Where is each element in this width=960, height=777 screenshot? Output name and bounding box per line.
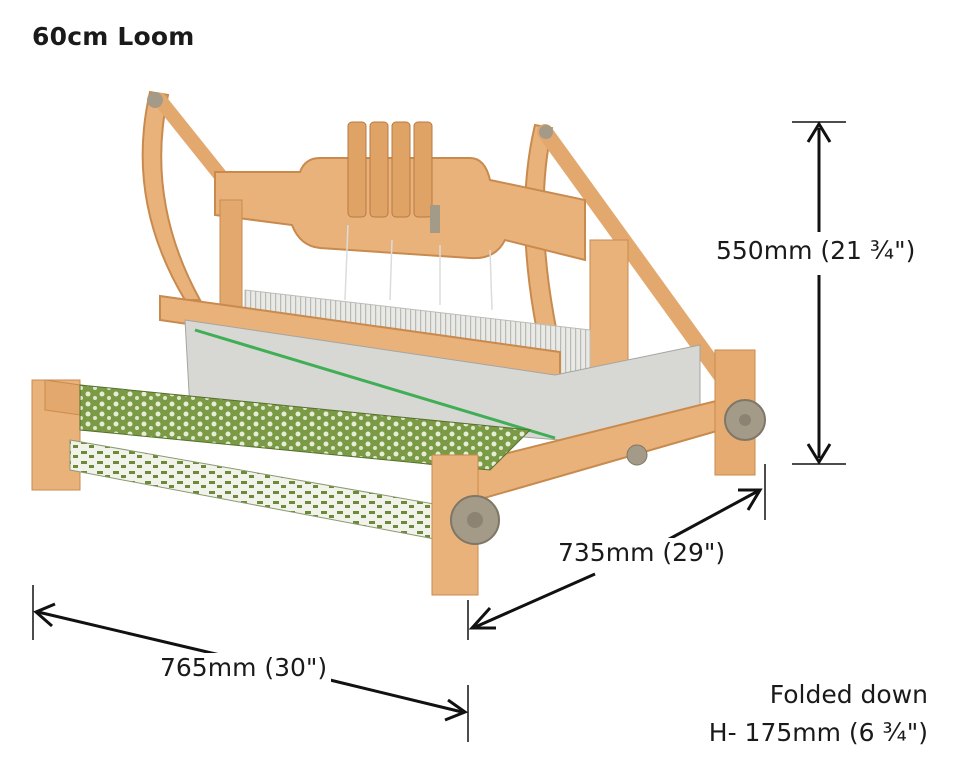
front-ratchet-knob <box>450 495 500 545</box>
page-title: 60cm Loom <box>32 22 195 51</box>
dimension-lines <box>32 121 846 742</box>
right-diagonal-brace <box>537 124 743 403</box>
depth-dimension-label: 735mm (29") <box>554 538 730 567</box>
folded-line-2: H- 175mm (6 ¾") <box>708 718 928 747</box>
folded-dimension-note: Folded down H- 175mm (6 ¾") <box>709 676 928 752</box>
back-ratchet-knob <box>724 399 766 441</box>
shaft-levers <box>347 121 440 233</box>
folded-line-1: Folded down <box>769 680 928 709</box>
left-castle-arm <box>141 90 202 301</box>
height-dimension-label: 550mm (21 ¾") <box>712 236 920 265</box>
width-dimension-label: 765mm (30") <box>156 653 332 682</box>
left-castle-post <box>219 199 243 311</box>
side-tension-knob <box>626 444 648 466</box>
woven-cloth <box>79 384 532 471</box>
